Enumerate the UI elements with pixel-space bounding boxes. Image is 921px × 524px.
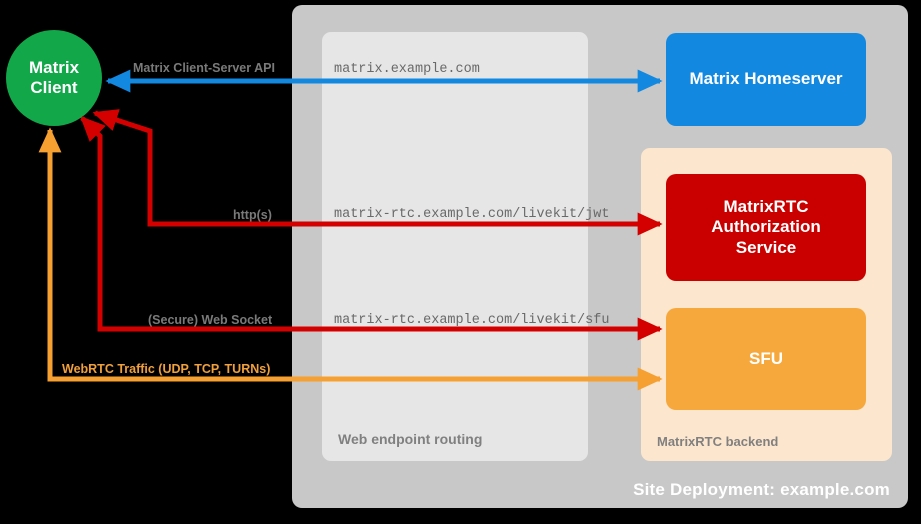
node-matrix-client-line1: Matrix — [28, 58, 80, 78]
node-sfu-label: SFU — [749, 348, 783, 368]
matrixrtc-backend-caption: MatrixRTC backend — [657, 434, 779, 449]
node-auth-line1: MatrixRTC — [723, 196, 809, 216]
web-endpoint-routing-container: Web endpoint routing — [322, 32, 588, 461]
flow-label-client-server-api: Matrix Client-Server API — [133, 61, 275, 75]
node-matrix-client[interactable]: Matrix Client — [6, 30, 102, 126]
node-matrixrtc-authorization-service[interactable]: MatrixRTC Authorization Service — [666, 174, 866, 281]
site-deployment-caption: Site Deployment: example.com — [633, 480, 890, 499]
node-auth-line3: Service — [735, 237, 797, 257]
endpoint-url-livekit-sfu: matrix-rtc.example.com/livekit/sfu — [334, 313, 610, 328]
node-matrix-homeserver-label: Matrix Homeserver — [689, 69, 843, 89]
endpoint-url-livekit-jwt: matrix-rtc.example.com/livekit/jwt — [334, 207, 610, 222]
flow-label-webrtc-traffic: WebRTC Traffic (UDP, TCP, TURNs) — [62, 362, 271, 376]
flow-label-http: http(s) — [233, 208, 272, 222]
node-sfu[interactable]: SFU — [666, 308, 866, 410]
web-endpoint-routing-caption: Web endpoint routing — [338, 431, 483, 447]
node-matrix-homeserver[interactable]: Matrix Homeserver — [666, 33, 866, 126]
endpoint-url-matrix-cs: matrix.example.com — [334, 62, 480, 77]
node-auth-line2: Authorization — [711, 217, 821, 237]
node-matrix-client-line2: Client — [30, 78, 78, 97]
flow-label-secure-websocket: (Secure) Web Socket — [148, 313, 273, 327]
